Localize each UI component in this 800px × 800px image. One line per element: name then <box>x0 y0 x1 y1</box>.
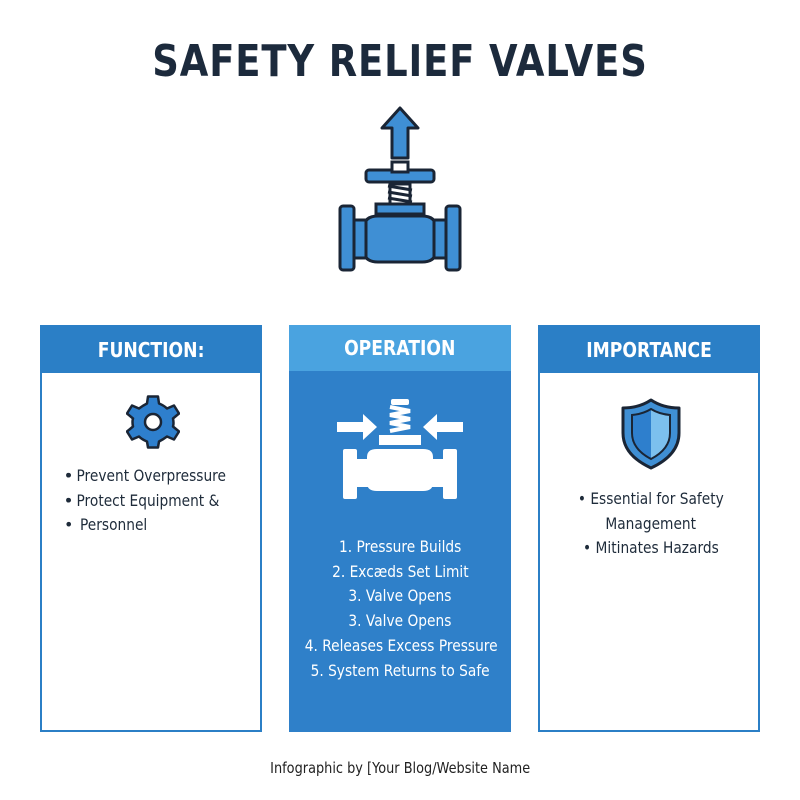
operation-card: OPERATION 1. Pressure Builds 2. Excæds S… <box>289 325 511 732</box>
list-item: 5. System Returns to Safe <box>310 660 490 680</box>
list-item: 3. Valve Opens <box>348 586 452 606</box>
importance-card-title: IMPORTANCE <box>586 338 712 362</box>
gear-icon <box>126 395 180 449</box>
relief-valve-icon <box>338 106 462 272</box>
list-item: 3. Valve Opens <box>348 611 452 631</box>
list-item: • Mitinates Hazards <box>583 538 719 557</box>
importance-card: IMPORTANCE • Essential for Safety Manage… <box>538 325 760 732</box>
importance-card-header: IMPORTANCE <box>540 327 758 373</box>
list-item: • Essential for Safety <box>578 489 724 508</box>
function-card-header: FUNCTION: <box>42 327 260 373</box>
list-item: 4. Releases Excess Pressure <box>304 635 498 655</box>
importance-list: • Essential for Safety Management • Miti… <box>540 487 762 561</box>
arrow-up-icon <box>380 106 420 160</box>
operation-steps: 1. Pressure Builds 2. Excæds Set Limit 3… <box>289 535 511 683</box>
function-card-title: FUNCTION: <box>97 338 205 362</box>
list-item: 1. Pressure Builds <box>338 537 462 556</box>
function-card: FUNCTION: • Prevent Overpressure • Prote… <box>40 325 262 732</box>
list-item: • Protect Equipment & <box>64 489 254 514</box>
valve-pressure-icon <box>337 399 463 499</box>
operation-card-header: OPERATION <box>289 325 511 371</box>
list-item: 2. Excæds Set Limit <box>331 561 469 581</box>
page-title: SAFETY RELIEF VALVES <box>152 36 648 87</box>
list-item: Personnel <box>64 513 254 538</box>
list-item: • Prevent Overpressure <box>64 464 254 489</box>
operation-card-title: OPERATION <box>344 336 456 360</box>
arrow-left-icon <box>423 414 463 440</box>
shield-icon <box>621 398 681 470</box>
function-list: • Prevent Overpressure • Protect Equipme… <box>64 464 254 538</box>
list-item: Management <box>605 513 697 533</box>
footer-credit: Infographic by [Your Blog/Website Name <box>269 759 530 777</box>
arrow-right-icon <box>337 414 377 440</box>
